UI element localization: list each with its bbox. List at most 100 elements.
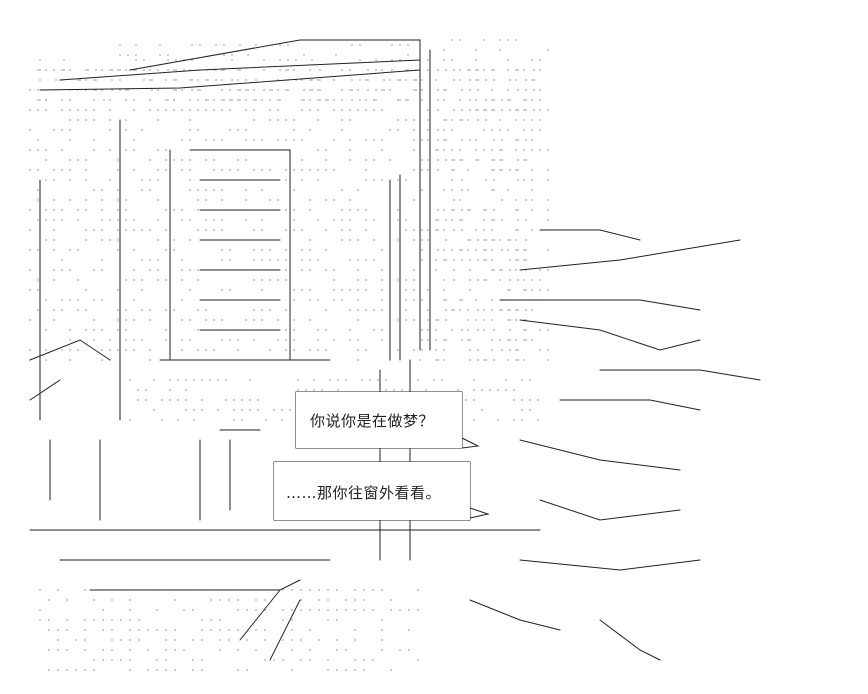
texture-dot	[523, 69, 525, 71]
texture-dot	[359, 99, 361, 101]
texture-dot	[37, 289, 39, 291]
texture-dot	[318, 599, 320, 601]
texture-dot	[69, 349, 71, 351]
texture-dot	[413, 139, 415, 141]
texture-dot	[453, 109, 455, 111]
texture-dot	[485, 99, 487, 101]
texture-dot	[301, 109, 303, 111]
texture-dot	[261, 319, 263, 321]
texture-dot	[523, 289, 525, 291]
texture-dot	[501, 199, 503, 201]
texture-dot	[249, 399, 251, 401]
texture-dot	[373, 259, 375, 261]
texture-dot	[467, 249, 469, 251]
texture-dot	[293, 299, 295, 301]
texture-dot	[443, 99, 445, 101]
texture-dot	[53, 239, 55, 241]
texture-dot	[481, 389, 483, 391]
texture-dot	[349, 209, 351, 211]
texture-dot	[523, 119, 525, 121]
texture-dot	[451, 159, 453, 161]
texture-dot	[117, 209, 119, 211]
texture-dot	[459, 159, 461, 161]
texture-dot	[475, 109, 477, 111]
texture-dot	[385, 379, 387, 381]
texture-dot	[309, 89, 311, 91]
texture-dot	[365, 109, 367, 111]
texture-dot	[349, 119, 351, 121]
texture-dot	[453, 209, 455, 211]
texture-dot	[349, 159, 351, 161]
texture-dot	[93, 339, 95, 341]
texture-dot	[93, 149, 95, 151]
texture-dot	[493, 359, 495, 361]
texture-dot	[165, 99, 167, 101]
texture-dot	[301, 289, 303, 291]
texture-dot	[327, 659, 329, 661]
texture-dot	[221, 289, 223, 291]
texture-dot	[181, 339, 183, 341]
texture-dot	[205, 79, 207, 81]
texture-dot	[285, 209, 287, 211]
texture-dot	[309, 169, 311, 171]
texture-dot	[317, 169, 319, 171]
texture-dot	[381, 269, 383, 271]
texture-dot	[531, 139, 533, 141]
texture-dot	[405, 289, 407, 291]
texture-dot	[547, 329, 549, 331]
texture-dot	[209, 379, 211, 381]
texture-dot	[233, 419, 235, 421]
texture-dot	[53, 319, 55, 321]
texture-dot	[253, 99, 255, 101]
texture-dot	[493, 99, 495, 101]
texture-dot	[525, 259, 527, 261]
texture-dot	[525, 339, 527, 341]
texture-dot	[413, 89, 415, 91]
texture-dot	[147, 629, 149, 631]
texture-dot	[84, 669, 86, 671]
texture-dot	[264, 639, 266, 641]
texture-dot	[285, 339, 287, 341]
texture-dot	[177, 379, 179, 381]
texture-dot	[425, 389, 427, 391]
texture-dot	[201, 409, 203, 411]
texture-dot	[443, 119, 445, 121]
texture-dot	[221, 189, 223, 191]
texture-dot	[517, 249, 519, 251]
texture-dot	[37, 199, 39, 201]
texture-dot	[257, 399, 259, 401]
texture-dot	[303, 89, 305, 91]
texture-dot	[336, 639, 338, 641]
texture-dot	[255, 649, 257, 651]
texture-dot	[129, 649, 131, 651]
texture-dot	[373, 99, 375, 101]
texture-dot	[373, 159, 375, 161]
texture-dot	[533, 69, 535, 71]
texture-dot	[165, 649, 167, 651]
texture-dot	[407, 44, 409, 46]
texture-dot	[285, 89, 287, 91]
texture-dot	[317, 349, 319, 351]
texture-dot	[369, 379, 371, 381]
texture-dot	[451, 189, 453, 191]
texture-dot	[281, 419, 283, 421]
texture-dot	[341, 289, 343, 291]
texture-dot	[197, 99, 199, 101]
texture-dot	[491, 319, 493, 321]
texture-dot	[341, 109, 343, 111]
texture-dot	[39, 69, 41, 71]
texture-dot	[119, 44, 121, 46]
texture-dot	[109, 119, 111, 121]
texture-dot	[525, 199, 527, 201]
texture-dot	[85, 69, 87, 71]
texture-dot	[173, 89, 175, 91]
texture-dot	[173, 159, 175, 161]
texture-dot	[531, 149, 533, 151]
texture-dot	[509, 349, 511, 351]
texture-dot	[475, 319, 477, 321]
texture-dot	[349, 149, 351, 151]
texture-dot	[219, 619, 221, 621]
texture-dot	[279, 44, 281, 46]
texture-dot	[539, 149, 541, 151]
texture-dot	[509, 79, 511, 81]
